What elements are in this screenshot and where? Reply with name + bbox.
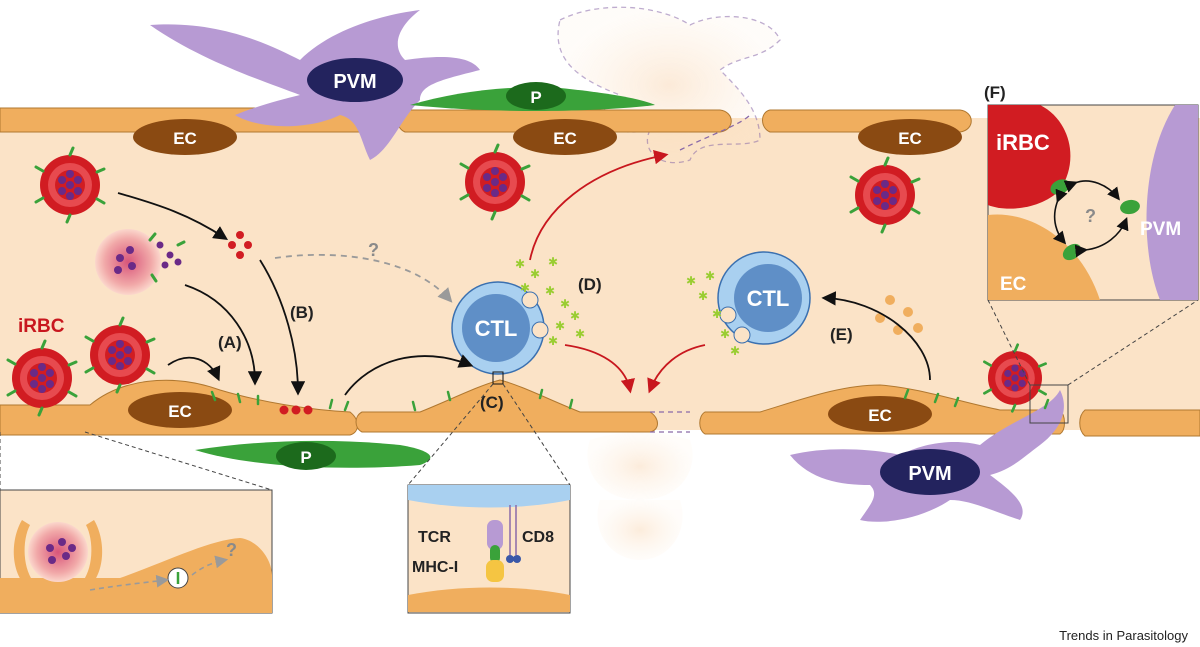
arrows [117, 150, 931, 396]
cytotoxic-granules: ✱✱✱ ✱✱✱ ✱✱✱ ✱ [515, 255, 585, 348]
inset-f-pvm-label: PVM [1140, 219, 1181, 240]
cytotoxic-granules-right: ✱✱✱ ✱✱✱ [686, 269, 740, 358]
ec-label: EC [168, 402, 192, 421]
inset-f-irbc-label: iRBC [996, 130, 1050, 155]
ec-label: EC [898, 129, 922, 148]
svg-text:✱: ✱ [730, 344, 740, 358]
svg-text:✱: ✱ [720, 327, 730, 341]
journal-credit: Trends in Parasitology [1059, 628, 1188, 643]
svg-text:✱: ✱ [548, 334, 558, 348]
panel-a-label: (A) [218, 333, 242, 352]
ghost-ec-top [679, 114, 751, 151]
panel-d-label: (D) [578, 275, 602, 294]
svg-text:✱: ✱ [545, 284, 555, 298]
svg-text:✱: ✱ [686, 274, 696, 288]
presented-antigens [210, 388, 1050, 415]
ec-label: EC [553, 129, 577, 148]
antigen-cluster [228, 231, 252, 259]
inset-f-ec-label: EC [1000, 274, 1027, 295]
cd8-label: CD8 [522, 529, 554, 546]
ctl-label: CTL [475, 316, 518, 341]
tcr-label: TCR [418, 529, 451, 546]
panel-f-label: (F) [984, 83, 1006, 102]
pericyte-top: P [410, 82, 655, 112]
ctl-center: CTL [451, 281, 549, 385]
inset-synapse: TCR CD8 MHC-I [407, 383, 571, 614]
ec-nucleus-bottom-left: EC [128, 392, 232, 428]
ec-label: EC [868, 406, 892, 425]
panel-c-label: (C) [480, 393, 504, 412]
svg-text:✱: ✱ [712, 307, 722, 321]
inset-f-question-mark: ? [1085, 206, 1096, 226]
ec-nucleus-top-left: EC [133, 119, 237, 155]
svg-text:✱: ✱ [698, 289, 708, 303]
pericyte-label: P [300, 448, 311, 467]
svg-text:✱: ✱ [560, 297, 570, 311]
pvm-label: PVM [333, 71, 376, 93]
svg-text:✱: ✱ [570, 309, 580, 323]
pvm-top: PVM [150, 10, 480, 160]
ec-nucleus-top-right: EC [858, 119, 962, 155]
lysing-irbc [95, 229, 186, 295]
irbc-label: iRBC [18, 316, 65, 337]
svg-text:✱: ✱ [548, 255, 558, 269]
inset-question-mark: ? [226, 540, 237, 560]
svg-text:✱: ✱ [520, 281, 530, 295]
ec-nucleus-top-center: EC [513, 119, 617, 155]
pericyte-bottom: P [195, 440, 431, 470]
inset-phagocytosis: ? [0, 431, 273, 614]
dying-cell-ghost [587, 432, 693, 560]
svg-text:✱: ✱ [530, 267, 540, 281]
panel-e-label: (E) [830, 325, 853, 344]
svg-text:✱: ✱ [555, 319, 565, 333]
mhc1-label: MHC-I [412, 559, 458, 576]
svg-text:✱: ✱ [515, 257, 525, 271]
ec-label: EC [173, 129, 197, 148]
pvm-bottom: PVM [790, 390, 1064, 522]
pvm-label: PVM [908, 463, 951, 485]
pericyte-label: P [530, 88, 541, 107]
ctl-label: CTL [747, 286, 790, 311]
inset-f: (F) iRBC PVM EC ? [984, 83, 1199, 424]
svg-text:✱: ✱ [575, 327, 585, 341]
question-mark: ? [368, 240, 379, 260]
panel-b-label: (B) [290, 303, 314, 322]
svg-text:✱: ✱ [705, 269, 715, 283]
ctl-right: CTL [717, 251, 811, 345]
ec-nucleus-bottom-right: EC [828, 396, 932, 432]
